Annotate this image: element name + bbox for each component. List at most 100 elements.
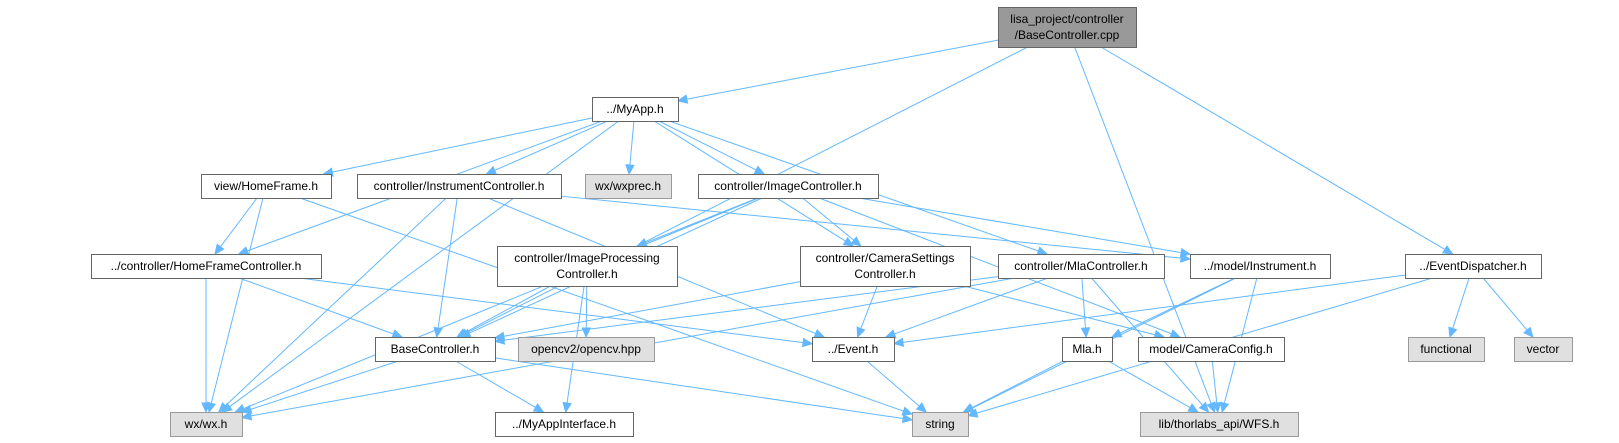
edge-arrowhead — [966, 408, 979, 418]
edge-line — [560, 195, 1182, 259]
edge-arrowhead — [485, 165, 498, 175]
edge-line — [802, 197, 855, 241]
node-vector: vector — [1514, 337, 1573, 362]
edge-evdisp-to-event — [892, 274, 1406, 347]
edge-line — [1081, 277, 1086, 329]
edge-mlactrl-to-mla — [1080, 277, 1091, 339]
edge-homeframe-to-wxh — [206, 197, 264, 414]
nodes-layer: lisa_project/controller/BaseController.c… — [91, 7, 1573, 437]
node-box — [800, 246, 971, 287]
node-mla[interactable]: Mla.h — [1062, 337, 1113, 362]
node-box — [1405, 254, 1542, 279]
node-label: controller/InstrumentController.h — [374, 179, 545, 193]
edge-homeframe-to-hfctrl — [214, 197, 258, 255]
edge-basectrl-to-string — [494, 357, 914, 424]
node-instrctrl[interactable]: controller/InstrumentController.h — [357, 174, 562, 199]
edge-arrowhead — [493, 335, 506, 345]
node-imgctrl[interactable]: controller/ImageController.h — [698, 174, 879, 199]
edge-arrowhead — [1110, 328, 1123, 338]
edge-line — [464, 285, 551, 334]
node-functional: functional — [1408, 337, 1485, 362]
edge-arrowhead — [884, 329, 897, 339]
edge-arrowhead — [1448, 326, 1458, 339]
edge-instrctrl-to-basectrl — [433, 197, 458, 339]
node-box — [1408, 337, 1485, 362]
node-wxh: wx/wx.h — [170, 412, 243, 437]
edge-line — [224, 197, 447, 407]
node-label: ../controller/HomeFrameController.h — [111, 259, 302, 273]
edge-line — [629, 120, 635, 166]
edge-arrowhead — [455, 328, 468, 338]
edge-arrowhead — [962, 403, 975, 413]
edge-line — [299, 197, 904, 412]
edge-basectrl-to-myappif — [455, 360, 545, 413]
node-camcfg[interactable]: model/CameraConfig.h — [1138, 337, 1285, 362]
edge-arrowhead — [1198, 401, 1210, 413]
edge-instrument-to-mla — [1110, 277, 1236, 338]
node-label: opencv2/opencv.hpp — [531, 342, 641, 356]
node-box — [1514, 337, 1573, 362]
edge-line — [455, 360, 536, 408]
node-label: view/HomeFrame.h — [214, 179, 318, 193]
node-box — [812, 337, 895, 362]
edge-line — [243, 197, 759, 410]
edge-myapp-to-homeframe — [322, 117, 593, 177]
edge-arrowhead — [1219, 401, 1230, 414]
edge-line — [818, 197, 1172, 335]
node-string: string — [912, 412, 969, 437]
node-homeframe[interactable]: view/HomeFrame.h — [201, 174, 332, 199]
edge-hfctrl-to-basectrl — [238, 277, 404, 339]
edge-line — [219, 197, 258, 248]
node-event[interactable]: ../Event.h — [812, 337, 895, 362]
node-label: ../Event.h — [828, 342, 879, 356]
edge-line — [866, 360, 920, 407]
node-box — [518, 337, 655, 362]
node-wfs: lib/thorlabs_api/WFS.h — [1140, 412, 1299, 437]
node-box — [91, 254, 322, 279]
edge-arrowhead — [915, 402, 928, 413]
node-label: controller/MlaController.h — [1014, 259, 1147, 273]
node-instrument[interactable]: ../model/Instrument.h — [1190, 254, 1331, 279]
edge-arrowhead — [842, 236, 855, 247]
edge-mla-to-wfs — [1107, 360, 1199, 413]
node-box — [497, 246, 678, 287]
edge-arrowhead — [1442, 245, 1454, 255]
edge-line — [1100, 46, 1446, 250]
edge-line — [299, 277, 804, 344]
edge-arrowhead — [240, 404, 253, 414]
edge-myapp-to-wxprec — [625, 120, 635, 176]
node-label: controller/ImageController.h — [714, 179, 861, 193]
node-label: BaseController.h — [391, 342, 480, 356]
node-hfctrl[interactable]: ../controller/HomeFrameController.h — [91, 254, 322, 279]
node-box — [357, 174, 562, 199]
node-evdisp[interactable]: ../EventDispatcher.h — [1405, 254, 1542, 279]
node-label: lisa_project/controller — [1010, 12, 1123, 26]
node-label: /BaseController.cpp — [1015, 28, 1120, 42]
node-myappif[interactable]: ../MyAppInterface.h — [495, 412, 634, 437]
edge-arrowhead — [1523, 326, 1534, 338]
edge-line — [332, 117, 593, 173]
edge-line — [494, 120, 608, 171]
edge-mlactrl-to-basectrl — [493, 276, 999, 345]
node-myapp[interactable]: ../MyApp.h — [592, 97, 679, 122]
edge-evdisp-to-vector — [1482, 277, 1534, 338]
edge-root-to-myapp — [676, 39, 999, 104]
node-root: lisa_project/controller/BaseController.c… — [998, 7, 1137, 48]
node-label: Mla.h — [1072, 342, 1101, 356]
node-mlactrl[interactable]: controller/MlaController.h — [998, 254, 1165, 279]
edge-line — [585, 285, 588, 329]
node-basectrl[interactable]: BaseController.h — [375, 337, 496, 362]
node-box — [912, 412, 969, 437]
edge-line — [971, 360, 1064, 409]
node-box — [585, 174, 672, 199]
node-label: wx/wxprec.h — [594, 179, 661, 193]
edge-line — [686, 39, 999, 100]
edge-line — [503, 276, 999, 341]
edge-arrowhead — [1080, 327, 1091, 339]
edge-camset-to-event — [856, 285, 878, 339]
node-label: functional — [1420, 342, 1471, 356]
edges-layer — [201, 39, 1534, 424]
